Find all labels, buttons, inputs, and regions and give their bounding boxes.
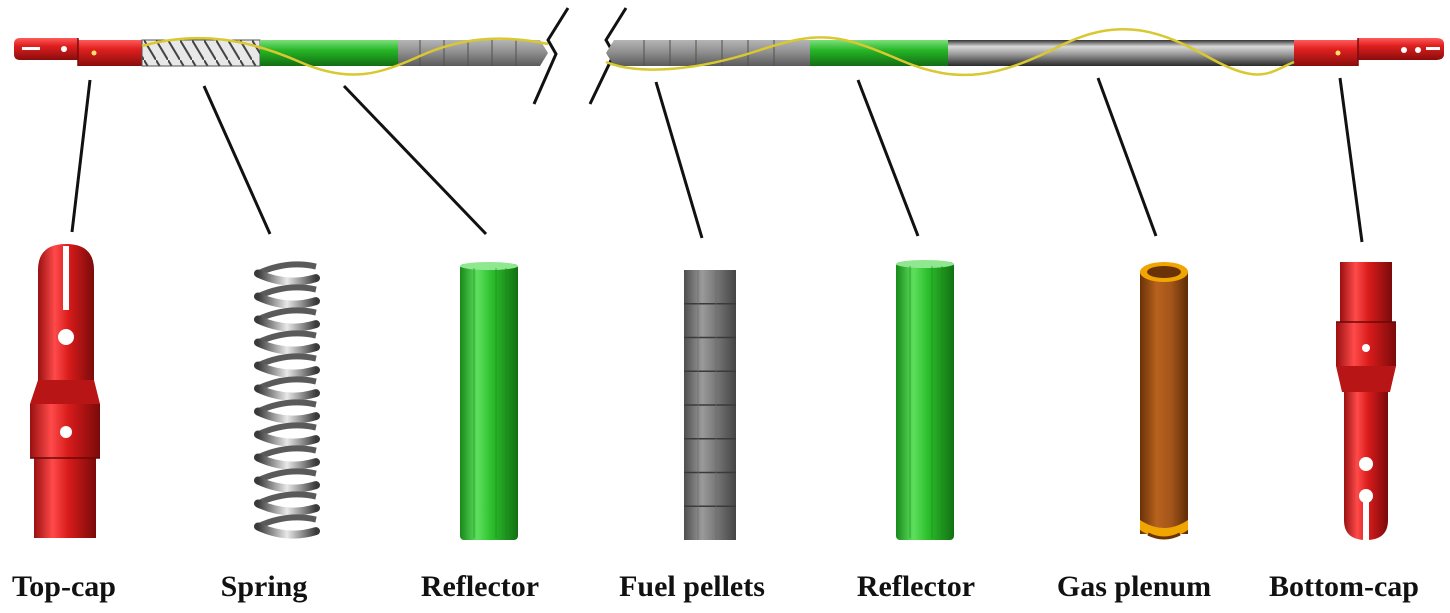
label-reflector-1: Reflector	[420, 570, 540, 603]
spring-coil-back	[256, 307, 317, 323]
label-gas-plenum: Gas plenum	[1056, 570, 1212, 603]
assembled-rod-left	[14, 36, 549, 76]
spring-coil-front	[254, 338, 320, 355]
rod-top-cap	[14, 38, 142, 66]
spring-coil-back	[256, 491, 317, 507]
spring-coil-back	[256, 422, 317, 438]
reflector-component-2	[896, 260, 954, 540]
leader-top-cap	[70, 79, 92, 233]
reflector-component-1	[460, 262, 518, 540]
spring-coil-back	[256, 330, 317, 346]
leader-reflector-1	[342, 84, 488, 236]
spring-coil-front	[254, 453, 320, 470]
spring-coil-back	[256, 445, 317, 461]
label-spring: Spring	[220, 570, 308, 603]
top-cap-component	[30, 244, 100, 538]
leader-bottom-cap	[1338, 77, 1364, 243]
spring-coil-front	[254, 361, 320, 378]
spring-coil-back	[256, 399, 317, 415]
rod-wire-left	[141, 36, 549, 76]
rod-reflector-top	[260, 40, 398, 66]
spring-coil-back	[256, 353, 317, 369]
spring-component	[254, 261, 320, 539]
label-bottom-cap: Bottom-cap	[1269, 570, 1419, 603]
fuel-pellets-component	[684, 270, 736, 540]
spring-coil-back	[256, 376, 317, 392]
rod-wire-right	[605, 27, 1295, 77]
rod-fuel-pellets-left	[398, 40, 548, 66]
label-top-cap: Top-cap	[12, 570, 116, 603]
spring-coil-back	[256, 514, 317, 530]
label-reflector-2: Reflector	[856, 570, 976, 603]
rod-gas-plenum	[948, 40, 1294, 66]
bottom-cap-component	[1336, 262, 1396, 542]
gas-plenum-component	[1140, 262, 1188, 540]
spring-coil-back	[256, 468, 317, 484]
spring-coil-back	[256, 261, 317, 277]
leader-reflector-2	[856, 79, 920, 237]
spring-coil-back	[256, 284, 317, 300]
label-fuel-pellets: Fuel pellets	[619, 570, 765, 603]
spring-coil-front	[254, 476, 320, 493]
spring-coil-front	[254, 499, 320, 516]
leader-spring	[202, 85, 272, 235]
spring-coil-front	[254, 315, 320, 332]
spring-coil-front	[254, 384, 320, 401]
spring-coil-front	[254, 407, 320, 424]
leader-fuel-pellets	[654, 81, 704, 239]
rod-reflector-bottom	[810, 40, 948, 66]
spring-coil-front	[254, 522, 320, 539]
leader-gas-plenum	[1096, 77, 1158, 237]
spring-coil-front	[254, 292, 320, 309]
spring-coil-front	[254, 430, 320, 447]
leader-lines	[70, 77, 1364, 243]
assembled-rod-right	[605, 27, 1444, 77]
spring-coil-front	[254, 269, 320, 286]
rod-bottom-cap	[1294, 38, 1444, 66]
